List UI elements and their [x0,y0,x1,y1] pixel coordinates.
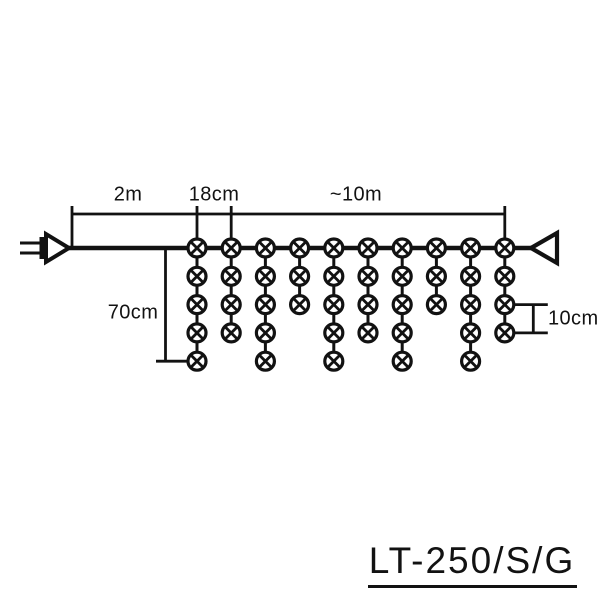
bulb-icon [289,237,311,259]
plug-icon [44,230,73,266]
drop-length-label: 70cm [107,301,159,324]
lead-length-label: 2m [113,183,143,206]
bulb-icon [186,322,208,344]
bulb-icon [186,265,208,287]
bulb-icon [460,322,482,344]
bulb-icon [254,322,276,344]
bulb-icon [391,322,413,344]
total-length-label: ~10m [329,183,383,206]
bulb-icon [323,322,345,344]
bulb-icon [460,237,482,259]
model-code-underline [368,585,577,588]
bulb-icon [357,294,379,316]
bulb-icon [494,265,516,287]
bulb-spacing-label: 10cm [548,307,599,330]
bulb-icon [323,350,345,372]
bulb-icon [494,237,516,259]
end-connector-icon [526,229,560,267]
bulb-icon [289,294,311,316]
bulb-icon [289,265,311,287]
model-code: LT-250/S/G [368,540,576,581]
bulb-icon [220,322,242,344]
bulb-icon [357,237,379,259]
bulb-icon [220,294,242,316]
bulb-icon [254,294,276,316]
bulb-icon [186,294,208,316]
bulb-icon [323,265,345,287]
bulb-icon [254,350,276,372]
bulb-icon [460,265,482,287]
bulb-icon [357,322,379,344]
bulb-icon [494,322,516,344]
bulb-icon [391,237,413,259]
plug-body-icon [39,237,46,259]
bulb-icon [391,350,413,372]
bulb-icon [186,350,208,372]
bulb-icon [186,237,208,259]
bulb-icon [391,265,413,287]
bulb-icon [460,294,482,316]
bulb-icon [425,237,447,259]
bulb-icon [494,294,516,316]
bulb-icon [357,265,379,287]
bulb-icon [425,265,447,287]
bulb-icon [323,237,345,259]
bulb-icon [460,350,482,372]
bulb-icon [254,265,276,287]
bulb-icon [254,237,276,259]
bulb-icon [220,265,242,287]
bulb-icon [391,294,413,316]
bulb-icon [425,294,447,316]
drop-spacing-label: 18cm [188,183,240,206]
bulb-icon [323,294,345,316]
bulb-icon [220,237,242,259]
